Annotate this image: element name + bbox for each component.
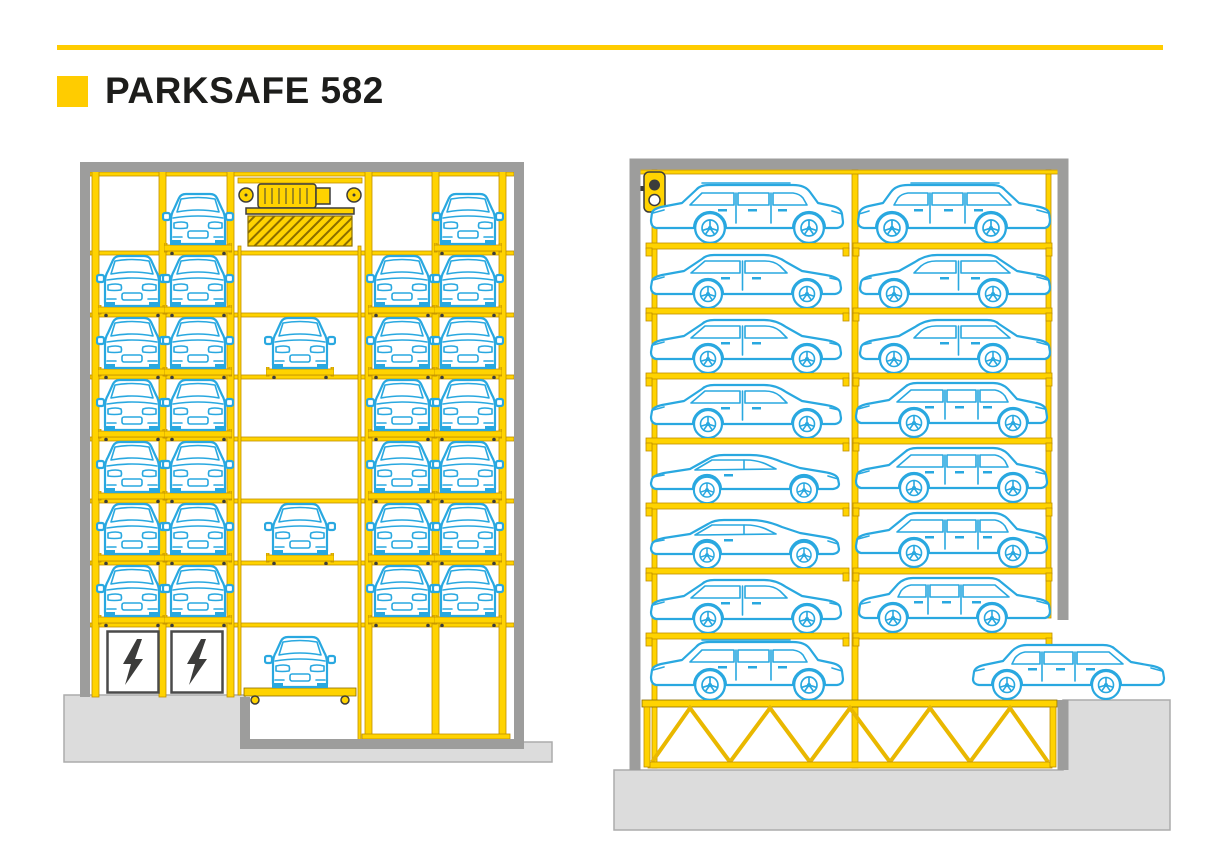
car-side: [859, 578, 1050, 632]
side-section-diagram: [613, 158, 1171, 831]
car-front: [366, 440, 438, 494]
front-section-diagram: [63, 162, 553, 763]
car-side: [651, 255, 841, 308]
car-front: [96, 502, 168, 556]
car-front: [96, 564, 168, 618]
car-front: [366, 316, 438, 370]
car-side: [856, 448, 1047, 502]
car-side: [860, 255, 1050, 308]
pallet-exchange-rail: [361, 733, 511, 740]
car-front: [432, 316, 504, 370]
car-side: [651, 520, 839, 568]
car-front: [432, 254, 504, 308]
car-front: [264, 316, 336, 370]
traffic-light-icon: [636, 171, 666, 213]
car-front: [96, 378, 168, 432]
car-front: [96, 254, 168, 308]
control-cabinet: [170, 630, 224, 694]
hoist-drive-unit: [237, 177, 363, 247]
building-wall: [80, 162, 524, 749]
car-side: [858, 183, 1050, 243]
car-front: [96, 440, 168, 494]
car-front: [162, 440, 234, 494]
header: PARKSAFE 582: [57, 70, 384, 112]
ground-slab: [63, 694, 553, 763]
car-front: [264, 502, 336, 556]
car-side: [651, 320, 841, 373]
car-front: [96, 316, 168, 370]
car-side: [860, 320, 1050, 373]
car-front: [432, 502, 504, 556]
car-front: [162, 254, 234, 308]
accent-rule: [57, 45, 1163, 50]
car-side: [651, 385, 841, 438]
car-side: [651, 580, 841, 633]
building-wall: [629, 158, 1069, 770]
car-front: [366, 502, 438, 556]
car-front: [432, 440, 504, 494]
car-front: [162, 192, 234, 246]
car-front: [366, 564, 438, 618]
car-side: [651, 455, 839, 503]
car-front: [366, 254, 438, 308]
car-front: [162, 378, 234, 432]
drive-hatched-block: [247, 215, 353, 247]
car-front: [162, 564, 234, 618]
lift-truss: [641, 699, 1058, 769]
lift-platform: [243, 687, 511, 740]
car-front: [162, 316, 234, 370]
car-side: [651, 183, 843, 243]
car-front: [432, 192, 504, 246]
car-side: [651, 640, 843, 700]
car-front: [366, 378, 438, 432]
control-cabinet: [106, 630, 160, 694]
car-side: [856, 383, 1047, 437]
car-side: [973, 645, 1164, 699]
car-front: [162, 502, 234, 556]
car-front: [432, 378, 504, 432]
car-side: [856, 513, 1047, 567]
car-front: [432, 564, 504, 618]
page-title: PARKSAFE 582: [105, 70, 384, 111]
steel-frame: [639, 169, 1059, 769]
accent-bullet: [57, 75, 88, 107]
car-front: [264, 635, 336, 689]
